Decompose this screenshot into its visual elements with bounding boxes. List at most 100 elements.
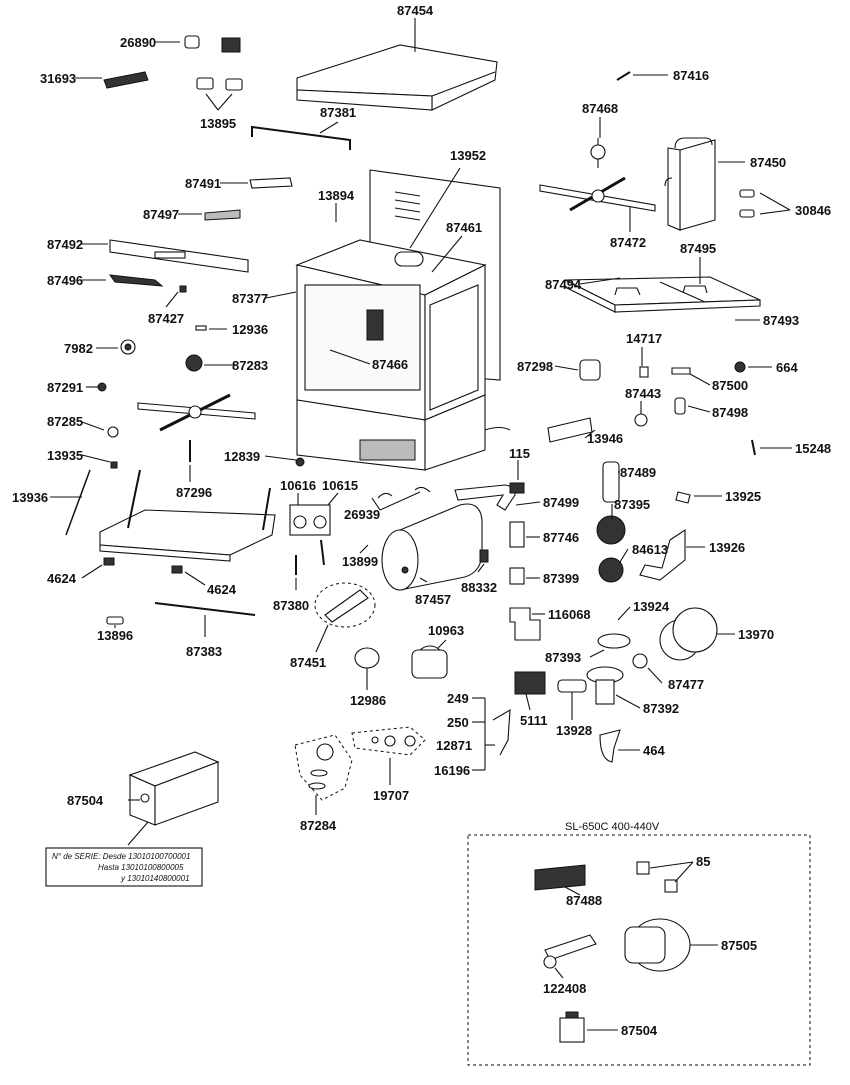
callout-87498: 87498 [712,405,748,420]
callout-87746: 87746 [543,530,579,545]
callout-87496: 87496 [47,273,83,288]
callout-19707: 19707 [373,788,409,803]
heating-element [314,582,376,628]
callout-16196: 16196 [434,763,470,778]
variant-box [467,834,811,1066]
callout-87451: 87451 [290,655,326,670]
callout-13896: 13896 [97,628,133,643]
callout-13925: 13925 [725,489,761,504]
callout-87392: 87392 [643,701,679,716]
callout-26939: 26939 [344,507,380,522]
leader-lines [50,18,792,1031]
callout-87497: 87497 [143,207,179,222]
small-parts-top-left [103,35,243,91]
callout-87466: 87466 [372,357,408,372]
serial-label-line-3: y 13010140800001 [120,874,190,883]
callout-249: 249 [447,691,469,706]
callout-5111: 5111 [520,713,548,728]
serial-label-line-2: Hasta 13010100800005 [98,863,184,872]
callout-87493: 87493 [763,313,799,328]
air-break-box [664,137,716,231]
callout-12871: 12871 [436,738,472,753]
callout-labels: 87454 26890 31693 13895 87381 87416 8746… [12,3,831,1038]
dishwasher-cabinet [295,169,511,471]
callout-7982: 7982 [64,341,93,356]
callout-87427: 87427 [148,311,184,326]
callout-87381: 87381 [320,105,356,120]
serial-label-line-1: N° de SERIE: Desde 13010100700001 [52,852,190,861]
callout-13928: 13928 [556,723,592,738]
callout-10615: 10615 [322,478,358,493]
callout-10963: 10963 [428,623,464,638]
callout-116068: 116068 [548,607,591,622]
callout-26890: 26890 [120,35,156,50]
callout-13936: 13936 [12,490,48,505]
callout-87499: 87499 [543,495,579,510]
callout-10616: 10616 [280,478,316,493]
callout-12839: 12839 [224,449,260,464]
transformer-box [128,751,220,826]
callout-88332: 88332 [461,580,497,595]
callout-87491: 87491 [185,176,221,191]
callout-87399: 87399 [543,571,579,586]
callout-87489: 87489 [620,465,656,480]
callout-13899: 13899 [342,554,378,569]
gasket-strip-part [251,125,351,150]
filter-tray [564,276,761,313]
callout-87377: 87377 [232,291,268,306]
callout-87450: 87450 [750,155,786,170]
callout-115: 115 [509,446,530,461]
callout-87380: 87380 [273,598,309,613]
callout-85: 85 [696,854,710,869]
callout-250: 250 [447,715,469,730]
callout-87296: 87296 [176,485,212,500]
callout-87500: 87500 [712,378,748,393]
variant-box-title: SL-650C 400-440V [565,821,660,833]
callout-87472: 87472 [610,235,646,250]
callout-87291: 87291 [47,380,83,395]
callout-4624-right: 4624 [207,582,237,597]
sensor-part [590,138,606,168]
callout-13894: 13894 [318,188,355,203]
callout-13935: 13935 [47,448,83,463]
callout-664: 664 [776,360,798,375]
callout-13952: 13952 [450,148,486,163]
callout-30846: 30846 [795,203,831,218]
callout-87454: 87454 [397,3,434,18]
callout-13895: 13895 [200,116,236,131]
callout-87468: 87468 [582,101,618,116]
serial-label-frame [45,847,203,887]
callout-87284: 87284 [300,818,337,833]
callout-87383: 87383 [186,644,222,659]
callout-87477: 87477 [668,677,704,692]
callout-87395: 87395 [614,497,650,512]
control-panel-parts [97,177,293,392]
top-lid-part [296,44,498,111]
callout-87298: 87298 [517,359,553,374]
lower-wash-arm [107,393,256,462]
door-panel [65,461,276,625]
callout-12936: 12936 [232,322,268,337]
callout-14717: 14717 [626,331,662,346]
callout-87285: 87285 [47,414,83,429]
callout-13946: 13946 [587,431,623,446]
boiler-tank [381,503,483,591]
callout-87505: 87505 [721,938,757,953]
callout-87457: 87457 [415,592,451,607]
callout-87443: 87443 [625,386,661,401]
callout-87504-left: 87504 [67,793,104,808]
connector-pair [739,189,755,218]
callout-13970: 13970 [738,627,774,642]
callout-87416: 87416 [673,68,709,83]
variant-parts [534,861,691,1043]
callout-87283: 87283 [232,358,268,373]
callout-87504-right: 87504 [621,1023,658,1038]
callout-87494: 87494 [545,277,582,292]
callout-13926: 13926 [709,540,745,555]
callout-4624-left: 4624 [47,571,77,586]
seal-kits [294,708,511,801]
callout-15248: 15248 [795,441,831,456]
pump-components [354,359,756,763]
callout-31693: 31693 [40,71,76,86]
